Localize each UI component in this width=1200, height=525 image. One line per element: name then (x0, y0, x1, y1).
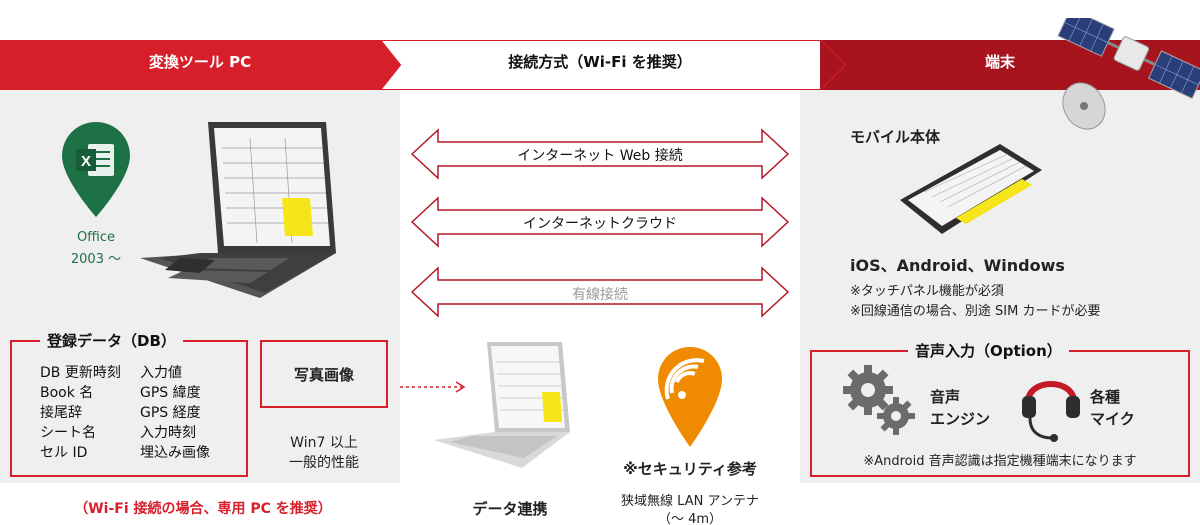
db-item: GPS 緯度 (140, 385, 201, 401)
dashed-arrow (400, 381, 466, 393)
small-laptop-icon (434, 342, 570, 468)
office-label: Office (77, 230, 115, 245)
voice-input-title: 音声入力（Option） (908, 340, 1069, 361)
satellite-icon (1057, 18, 1200, 130)
office-version-label: 2003 ～ (70, 252, 122, 267)
db-item: 入力時刻 (140, 425, 196, 441)
mobile-title: モバイル本体 (850, 128, 941, 146)
db-item: Book 名 (40, 385, 94, 401)
db-item: セル ID (40, 445, 88, 461)
android-voice-note: ※Android 音声認識は指定機種端末になります (863, 454, 1137, 469)
security-title: ※セキュリティ参考 (623, 460, 757, 478)
mic-label: 各種 (1090, 388, 1121, 406)
wifi-antenna-icon (658, 347, 722, 447)
gears-icon (843, 365, 915, 435)
mic-label-2: マイク (1090, 410, 1135, 428)
security-range: （～ 4m） (657, 512, 723, 525)
cloud-connection-arrow (410, 196, 790, 248)
svg-text:X: X (81, 153, 91, 170)
db-item: シート名 (40, 425, 96, 441)
cloud-connection-label: インターネットクラウド (523, 216, 677, 232)
laptop-icon (140, 122, 336, 298)
web-connection-label: インターネット Web 接続 (517, 148, 683, 164)
web-connection-arrow (410, 128, 790, 180)
spec-os: Win7 以上 (290, 435, 358, 451)
headset-icon (1022, 381, 1080, 442)
os-support-line: iOS、Android、Windows (850, 256, 1065, 275)
db-item: 入力値 (140, 365, 182, 381)
db-box-title: 登録データ（DB） (40, 330, 183, 351)
right-column-title: 端末 (984, 53, 1015, 71)
wired-connection-arrow (410, 266, 790, 318)
db-item: 埋込み画像 (140, 445, 210, 461)
header-ribbon (0, 40, 1200, 90)
wired-connection-label: 有線接続 (572, 287, 628, 303)
wifi-recommendation-note: （Wi-Fi 接続の場合、専用 PC を推奨） (74, 501, 332, 517)
left-column-title: 変換ツール PC (148, 53, 252, 71)
photo-box: 写真画像 (260, 340, 388, 408)
security-antenna: 狭域無線 LAN アンテナ (621, 494, 759, 509)
mobile-device-icon (900, 144, 1042, 234)
voice-engine-label-2: エンジン (930, 410, 991, 428)
center-column-title: 接続方式（Wi-Fi を推奨） (508, 53, 692, 71)
excel-icon: X (62, 122, 130, 217)
db-item: GPS 経度 (140, 405, 201, 421)
voice-engine-label: 音声 (930, 388, 961, 406)
spec-performance: 一般的性能 (289, 455, 359, 471)
data-link-label: データ連携 (472, 500, 548, 518)
touch-panel-note: ※タッチパネル機能が必須 (850, 284, 1004, 299)
db-item: 接尾辞 (40, 405, 82, 421)
connection-arrows (410, 128, 790, 318)
sim-card-note: ※回線通信の場合、別途 SIM カードが必要 (850, 304, 1101, 319)
db-item: DB 更新時刻 (40, 365, 121, 381)
